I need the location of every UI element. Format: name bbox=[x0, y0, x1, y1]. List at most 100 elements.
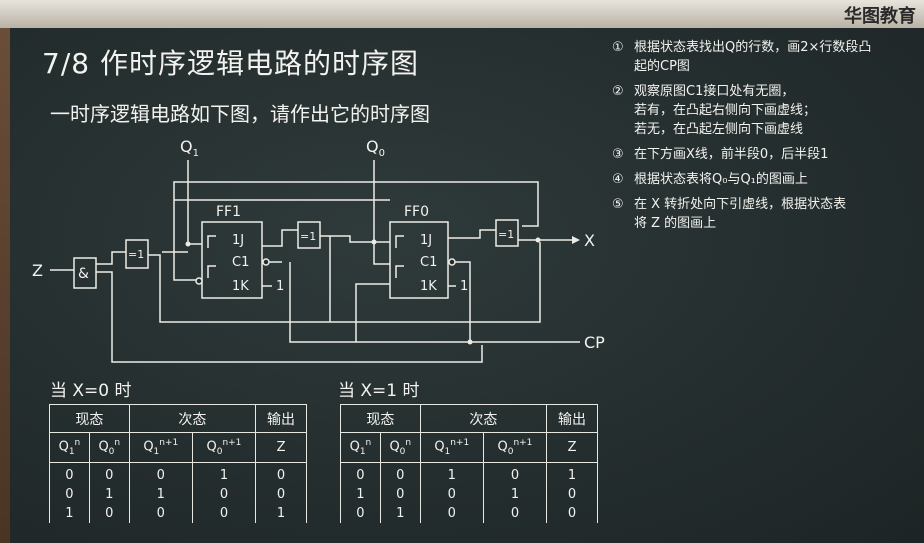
table-cell: 1 bbox=[191, 462, 257, 485]
table-cell: 1 bbox=[546, 462, 598, 485]
table-cell: 0 bbox=[128, 462, 193, 485]
table-cell: 1 bbox=[340, 485, 381, 504]
q0-label: Q0 bbox=[366, 137, 385, 159]
ff1-j-label: 1J bbox=[232, 233, 244, 248]
table-cell: 0 bbox=[49, 485, 90, 504]
table-cell: 0 bbox=[88, 504, 130, 523]
group-header: 现态 bbox=[340, 404, 421, 433]
step-text: 在下方画X线，前半段0，后半段1 bbox=[634, 147, 829, 162]
ff1-c-label: C1 bbox=[232, 255, 249, 270]
xor-gate-label: =1 bbox=[128, 248, 144, 261]
clock-bubble-icon bbox=[195, 277, 203, 285]
junction-dot bbox=[185, 241, 191, 247]
slide-title: 7/8 作时序逻辑电路的时序图 bbox=[42, 47, 419, 80]
table-cell: 0 bbox=[191, 504, 257, 523]
step-text: 根据状态表将Q₀与Q₁的图画上 bbox=[634, 172, 808, 187]
column-header: Q0n+1 bbox=[191, 432, 257, 463]
table-cell: 1 bbox=[88, 485, 130, 504]
junction-dot bbox=[467, 339, 473, 345]
column-header: Q0n+1 bbox=[482, 432, 548, 463]
ff0-label: FF0 bbox=[404, 204, 429, 220]
column-header: Q1n bbox=[340, 432, 381, 463]
ff0-j-label: 1J bbox=[420, 233, 432, 248]
step-text: 根据状态表找出Q的行数，画2×行数段凸 起的CP图 bbox=[634, 40, 872, 74]
step-number: ② bbox=[612, 84, 624, 99]
table-cell: 0 bbox=[49, 462, 90, 485]
step-number: ⑤ bbox=[612, 197, 624, 212]
table-cell: 0 bbox=[546, 504, 598, 523]
ff0-k-input: 1 bbox=[460, 279, 468, 294]
xor-gate-label: =1 bbox=[498, 228, 514, 241]
junction-dot bbox=[535, 237, 541, 243]
column-header: Q1n bbox=[49, 432, 90, 463]
table-cell: 1 bbox=[482, 485, 548, 504]
table-cell: 0 bbox=[482, 504, 548, 523]
table-cell: 1 bbox=[128, 485, 193, 504]
table-cell: 0 bbox=[379, 485, 421, 504]
table-cell: 0 bbox=[419, 504, 484, 523]
slide-subtitle: 一时序逻辑电路如下图，请作出它的时序图 bbox=[50, 102, 430, 126]
step-text: 在 X 转折处向下引虚线，根据状态表 将 Z 的图画上 bbox=[634, 197, 847, 231]
table-x1-caption: 当 X=1 时 bbox=[338, 381, 420, 401]
ff0-c-label: C1 bbox=[420, 255, 437, 270]
ff1-label: FF1 bbox=[216, 204, 241, 220]
table-cell: 0 bbox=[419, 485, 484, 504]
step-item: ④ 根据状态表将Q₀与Q₁的图画上 bbox=[612, 170, 912, 189]
column-header: Q1n+1 bbox=[419, 432, 484, 463]
table-cell: 1 bbox=[379, 504, 421, 523]
table-cell: 1 bbox=[255, 504, 307, 523]
group-header: 次态 bbox=[128, 404, 257, 433]
output-bubble-icon bbox=[448, 258, 456, 266]
column-header: Q0n bbox=[88, 432, 130, 463]
table-cell: 0 bbox=[191, 485, 257, 504]
table-cell: 0 bbox=[340, 462, 381, 485]
table-cell: 0 bbox=[482, 462, 548, 485]
column-header: Z bbox=[255, 432, 307, 463]
step-item: ⑤ 在 X 转折处向下引虚线，根据状态表 将 Z 的图画上 bbox=[612, 195, 912, 233]
group-header: 次态 bbox=[419, 404, 548, 433]
top-bar: 华图教育 bbox=[0, 0, 924, 28]
junction-dot bbox=[371, 239, 377, 245]
table-x0-caption: 当 X=0 时 bbox=[50, 381, 132, 401]
output-bubble-icon bbox=[262, 258, 270, 266]
q1-label: Q1 bbox=[180, 137, 199, 159]
group-header: 输出 bbox=[255, 404, 307, 433]
ff0-box bbox=[389, 221, 449, 299]
z-output-label: Z bbox=[32, 261, 43, 280]
step-number: ④ bbox=[612, 172, 624, 187]
table-cell: 0 bbox=[128, 504, 193, 523]
brand-logo: 华图教育 bbox=[844, 6, 916, 27]
table-cell: 0 bbox=[379, 462, 421, 485]
step-item: ① 根据状态表找出Q的行数，画2×行数段凸 起的CP图 bbox=[612, 38, 912, 76]
step-number: ③ bbox=[612, 147, 624, 162]
x-input-label: X bbox=[584, 231, 595, 250]
table-cell: 1 bbox=[419, 462, 484, 485]
step-number: ① bbox=[612, 40, 624, 55]
table-cell: 0 bbox=[255, 485, 307, 504]
cp-input-label: CP bbox=[584, 333, 605, 352]
ff1-box bbox=[201, 221, 263, 299]
circuit-wires bbox=[50, 160, 580, 363]
ff0-k-label: 1K bbox=[420, 279, 437, 294]
table-cell: 0 bbox=[255, 462, 307, 485]
column-header: Q1n+1 bbox=[128, 432, 193, 463]
column-header: Z bbox=[546, 432, 598, 463]
ff1-k-input: 1 bbox=[276, 279, 284, 294]
table-cell: 1 bbox=[49, 504, 90, 523]
arrow-icon bbox=[572, 236, 580, 244]
table-cell: 0 bbox=[340, 504, 381, 523]
group-header: 输出 bbox=[546, 404, 598, 433]
xor-gate-label: =1 bbox=[300, 230, 316, 243]
table-cell: 0 bbox=[88, 462, 130, 485]
